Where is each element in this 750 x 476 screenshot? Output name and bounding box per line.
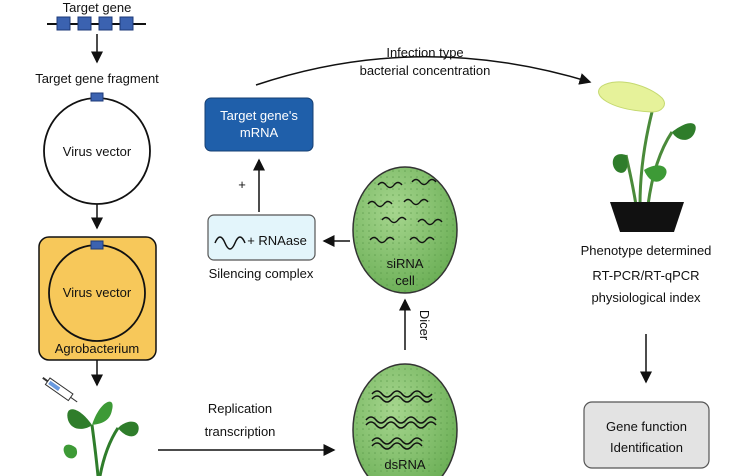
label-identification: Identification [610, 440, 683, 455]
mrna-box [204, 97, 314, 152]
label-infection-type: Infection type [386, 45, 464, 60]
label-physiological-index: physiological index [591, 290, 701, 305]
silencing-complex-box [207, 214, 316, 261]
label-rnaase: + RNAase [247, 233, 307, 248]
label-agrobacterium: Agrobacterium [54, 341, 140, 356]
label-agro-virus-vector: Virus vector [62, 285, 132, 300]
label-bacterial-concentration: bacterial concentration [359, 63, 491, 78]
label-mrna-line2: mRNA [239, 125, 279, 140]
silenced-plant-icon [598, 81, 696, 206]
arrow-infection [255, 55, 592, 86]
label-transcription: transcription [204, 424, 276, 439]
label-gene-function: Gene function [606, 419, 687, 434]
label-sirna-cell: cell [395, 273, 415, 288]
infiltrated-plant-icon [63, 401, 139, 476]
sirna-strands [367, 178, 443, 244]
gene-function-box [583, 401, 710, 469]
label-plus: + [238, 177, 246, 192]
target-gene-icon [47, 16, 146, 31]
label-target-gene: Target gene [62, 0, 132, 15]
silencing-rna-wave [214, 236, 246, 250]
label-replication: Replication [207, 401, 273, 416]
label-dsrna: dsRNA [384, 457, 426, 472]
label-target-gene-fragment: Target gene fragment [35, 71, 159, 86]
gene-fragment-insert-icon [90, 92, 104, 102]
label-mrna-line1: Target gene's [220, 108, 298, 123]
label-virus-vector: Virus vector [62, 144, 132, 159]
agro-gene-insert-icon [90, 240, 104, 250]
label-silencing-complex: Silencing complex [208, 266, 314, 281]
label-rt-pcr: RT-PCR/RT-qPCR [592, 268, 700, 283]
plant-pot [610, 202, 684, 232]
dsrna-strands [365, 390, 437, 450]
label-sirna: siRNA [386, 256, 424, 271]
label-phenotype-determined: Phenotype determined [580, 243, 712, 258]
label-dicer: Dicer [417, 309, 432, 341]
syringe-icon [42, 377, 78, 403]
